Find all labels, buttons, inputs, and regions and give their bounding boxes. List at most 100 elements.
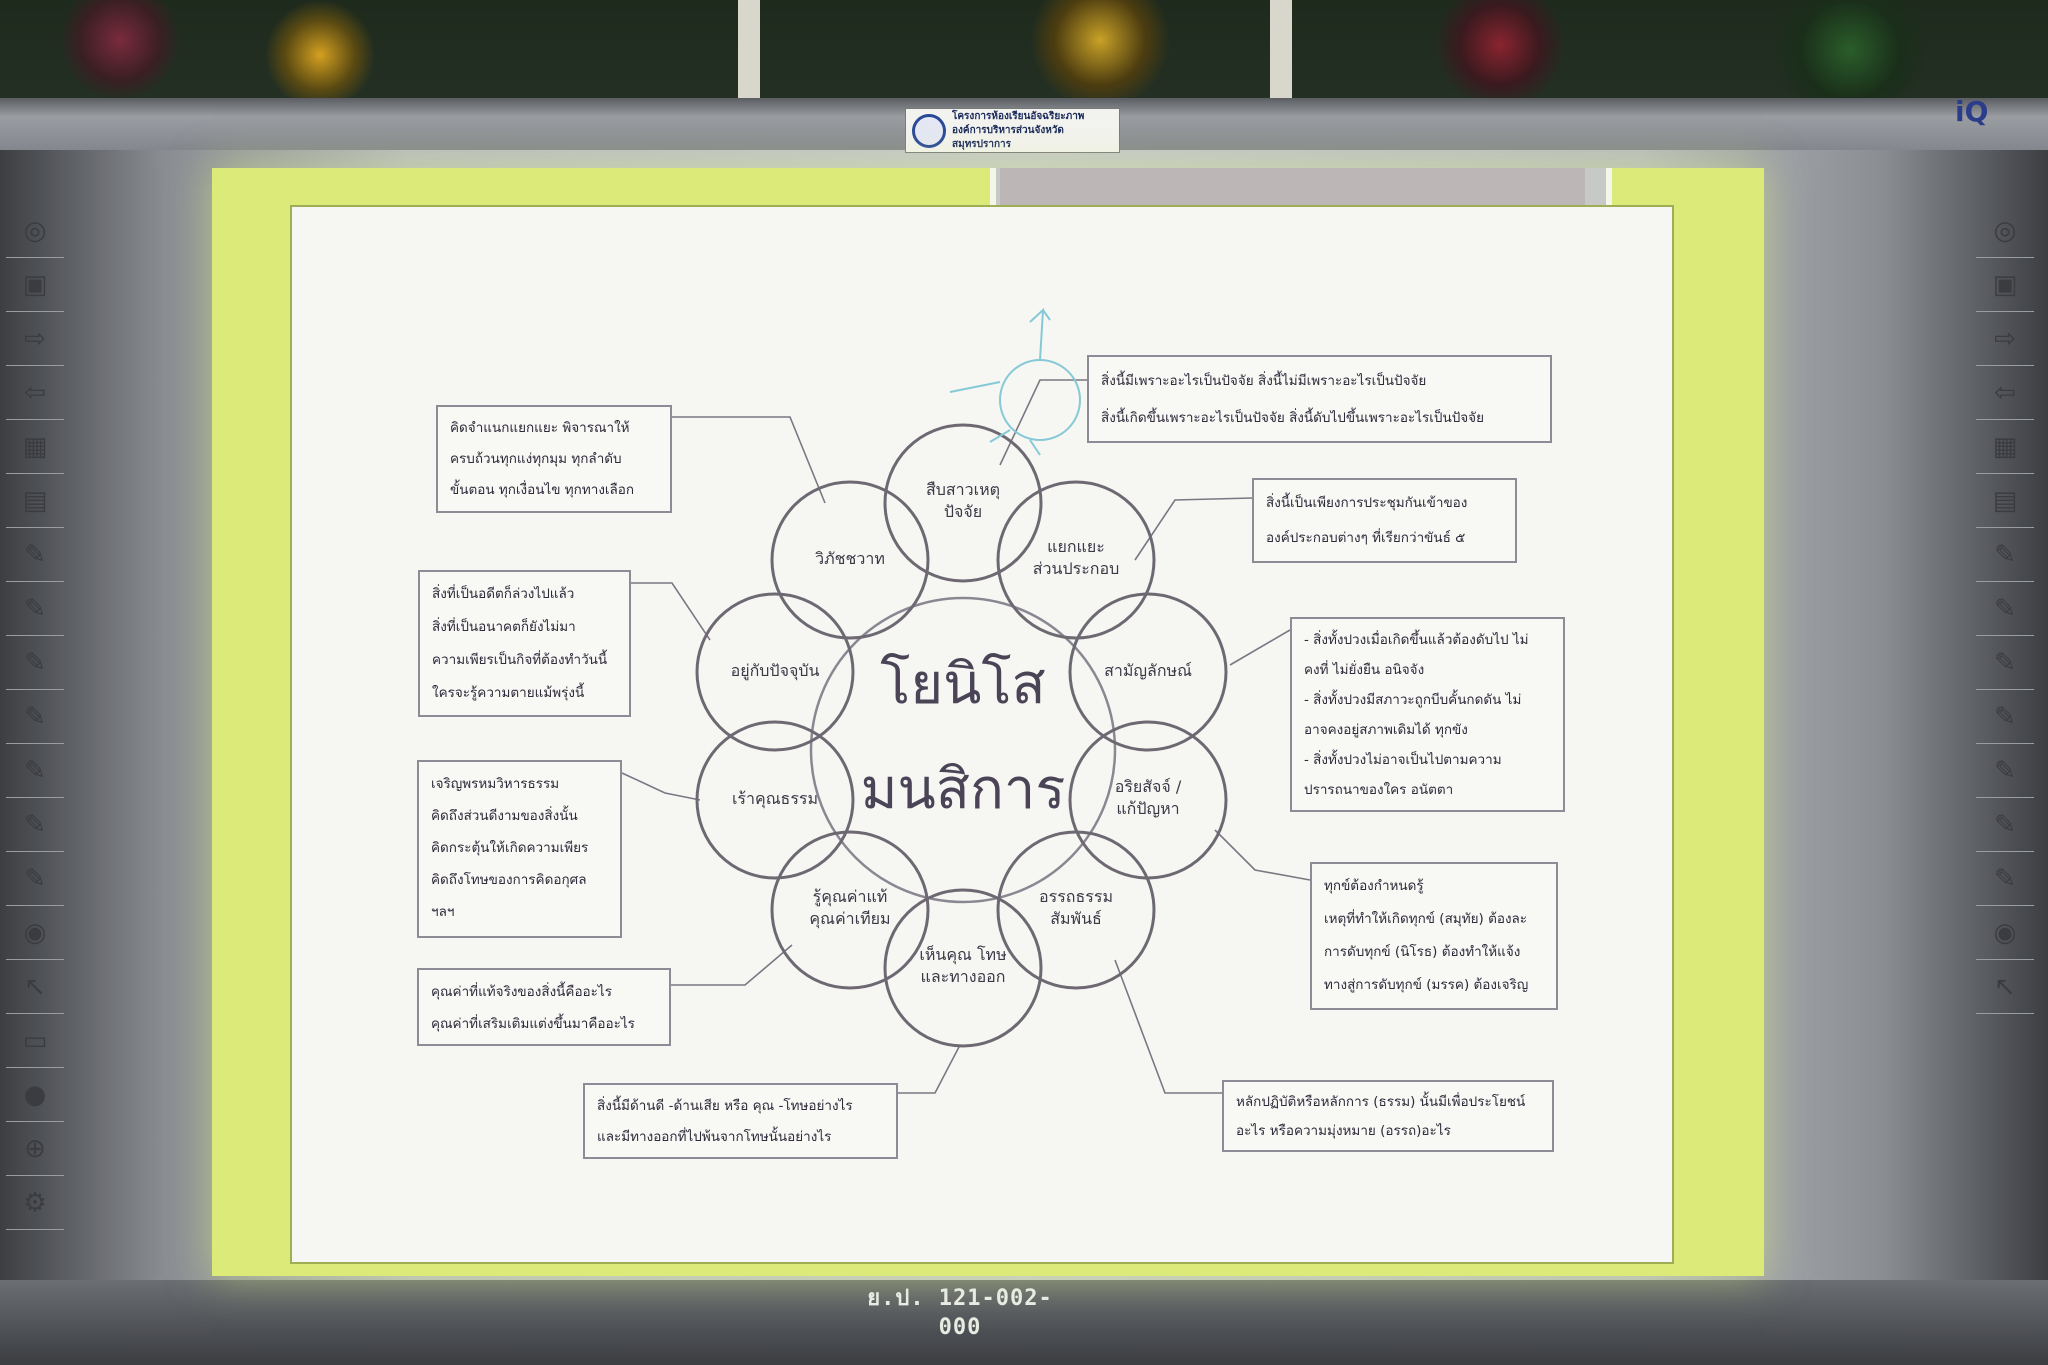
toolbar-select-button[interactable]: ↖ bbox=[1976, 961, 2034, 1014]
annotation-box-1-line-1: สิ่งนี้มีเพราะอะไรเป็นปัจจัย สิ่งนี้ไม่ม… bbox=[1101, 373, 1427, 389]
toolbar-previous-page-button[interactable]: ⇦ bbox=[6, 367, 64, 420]
toolbar-settings-button[interactable]: ⚙ bbox=[6, 1177, 64, 1230]
easel-leg-left bbox=[738, 0, 760, 110]
node-circle-9 bbox=[695, 592, 855, 752]
annotation-box-3-line-4: อาจคงอยู่สภาพเดิมได้ ทุกขัง bbox=[1304, 722, 1468, 738]
annotation-box-1-line-2: สิ่งนี้เกิดขึ้นเพราะอะไรเป็นปัจจัย สิ่งน… bbox=[1101, 410, 1484, 426]
annotation-box-4-line-2: เหตุที่ทำให้เกิดทุกข์ (สมุทัย) ต้องละ bbox=[1324, 911, 1528, 927]
annotation-box-3-line-5: - สิ่งทั้งปวงไม่อาจเป็นไปตามความ bbox=[1304, 752, 1502, 768]
toolbar-normal-pen-button[interactable]: ✎ bbox=[6, 529, 64, 582]
pen-stroke-mark bbox=[949, 381, 1041, 456]
toolbar-list-page-button[interactable]: ▦ bbox=[6, 421, 64, 474]
whiteboard-frame-bottom bbox=[0, 1280, 2048, 1365]
pen-circle-mark bbox=[999, 359, 1081, 441]
toolbar-red-pen-button[interactable]: ✎ bbox=[6, 691, 64, 744]
toolbar-eraser-button[interactable]: ◉ bbox=[1976, 907, 2034, 960]
node-circle-3 bbox=[1068, 592, 1228, 752]
sign-line-1: โครงการห้องเรียนอัจฉริยะภาพ bbox=[952, 110, 1085, 122]
toolbar-green-pen-button[interactable]: ✎ bbox=[1976, 799, 2034, 852]
toolbar-screen-button[interactable]: ▭ bbox=[6, 1015, 64, 1068]
node-label-5-line-2: สัมพันธ์ bbox=[1050, 909, 1102, 928]
toolbar-normal-pen-button[interactable]: ✎ bbox=[1976, 529, 2034, 582]
toolbar-new-page-button[interactable]: ▣ bbox=[6, 259, 64, 312]
annotation-box-3-line-1: - สิ่งทั้งปวงเมื่อเกิดขึ้นแล้วต้องดับไป … bbox=[1304, 632, 1529, 648]
connector-line-5 bbox=[1114, 959, 1222, 1094]
connector-line-2 bbox=[1134, 497, 1253, 561]
whiteboard-toolbar-left: ◎▣⇨⇦▦▤✎✎✎✎✎✎✎◉↖▭●⊕⚙ bbox=[6, 205, 64, 1231]
pen-arrow-mark bbox=[1029, 307, 1051, 361]
annotation-box-6-line-1: สิ่งนี้มีด้านดี -ด้านเสีย หรือ คุณ -โทษอ… bbox=[597, 1098, 853, 1114]
node-label-4-line-1: อริยสัจจ์ / bbox=[1114, 777, 1182, 796]
toolbar-highlighter-button[interactable]: ✎ bbox=[6, 853, 64, 906]
node-label-8: เร้าคุณธรรม bbox=[700, 788, 850, 810]
connector-line-8 bbox=[621, 772, 701, 801]
diagram-title-line-1: โยนิโส bbox=[880, 652, 1046, 717]
annotation-box-8-line-5: ฯลฯ bbox=[431, 904, 455, 920]
toolbar-template-button[interactable]: ▤ bbox=[1976, 475, 2034, 528]
sign-line-2: องค์การบริหารส่วนจังหวัดสมุทรปราการ bbox=[952, 124, 1064, 150]
node-label-8-line-1: เร้าคุณธรรม bbox=[731, 789, 819, 808]
annotation-box-9-line-4: ใครจะรู้ความตายแม้พรุ่งนี้ bbox=[432, 685, 585, 701]
toolbar-smart-pen-button[interactable]: ✎ bbox=[1976, 583, 2034, 636]
toolbar-list-page-button[interactable]: ▦ bbox=[1976, 421, 2034, 474]
toolbar-black-pen-button[interactable]: ✎ bbox=[6, 637, 64, 690]
node-label-6-line-1: เห็นคุณ โทษ bbox=[919, 945, 1007, 964]
connector-line-1 bbox=[999, 379, 1087, 466]
flower-background bbox=[0, 0, 2048, 105]
node-label-7-line-2: คุณค่าเทียม bbox=[809, 909, 891, 928]
annotation-box-7: คุณค่าที่แท้จริงของสิ่งนี้คืออะไรคุณค่าท… bbox=[417, 968, 671, 1046]
toolbar-pc-button[interactable]: ◎ bbox=[1976, 205, 2034, 258]
node-label-2-line-2: ส่วนประกอบ bbox=[1032, 559, 1120, 578]
toolbar-highlighter-button[interactable]: ✎ bbox=[1976, 853, 2034, 906]
toolbar-blue-pen-button[interactable]: ✎ bbox=[1976, 745, 2034, 798]
node-label-3: สามัญลักษณ์ bbox=[1073, 660, 1223, 682]
pen-annotation bbox=[949, 307, 1081, 456]
node-label-7: รู้คุณค่าแท้คุณค่าเทียม bbox=[775, 886, 925, 930]
annotation-box-4-line-1: ทุกข์ต้องกำหนดรู้ bbox=[1324, 878, 1424, 894]
node-label-4: อริยสัจจ์ /แก้ปัญหา bbox=[1073, 776, 1223, 820]
toolbar-blue-pen-button[interactable]: ✎ bbox=[6, 745, 64, 798]
project-sign: โครงการห้องเรียนอัจฉริยะภาพ องค์การบริหา… bbox=[905, 108, 1120, 153]
annotation-box-4: ทุกข์ต้องกำหนดรู้เหตุที่ทำให้เกิดทุกข์ (… bbox=[1310, 862, 1558, 1010]
annotation-box-6: สิ่งนี้มีด้านดี -ด้านเสีย หรือ คุณ -โทษอ… bbox=[583, 1083, 898, 1159]
toolbar-new-page-button[interactable]: ▣ bbox=[1976, 259, 2034, 312]
node-circle-5 bbox=[996, 830, 1156, 990]
toolbar-next-page-button[interactable]: ⇨ bbox=[1976, 313, 2034, 366]
toolbar-red-pen-button[interactable]: ✎ bbox=[1976, 691, 2034, 744]
node-circle-8 bbox=[695, 720, 855, 880]
toolbar-select-button[interactable]: ↖ bbox=[6, 961, 64, 1014]
node-circle-2 bbox=[996, 480, 1156, 640]
annotation-box-3-line-3: - สิ่งทั้งปวงมีสภาวะถูกบีบคั้นกดดัน ไม่ bbox=[1304, 692, 1522, 708]
toolbar-zoom-button[interactable]: ⊕ bbox=[6, 1123, 64, 1176]
connector-line-4 bbox=[1214, 829, 1311, 881]
node-circle-7 bbox=[770, 830, 930, 990]
node-label-1: สืบสาวเหตุปัจจัย bbox=[888, 479, 1038, 523]
node-label-10: วิภัชชวาท bbox=[775, 548, 925, 570]
annotation-box-10-line-1: คิดจำแนกแยกแยะ พิจารณาให้ bbox=[450, 420, 630, 436]
annotation-box-8-line-2: คิดถึงส่วนดีงามของสิ่งนั้น bbox=[431, 808, 578, 824]
toolbar-template-button[interactable]: ▤ bbox=[6, 475, 64, 528]
center-circle bbox=[809, 596, 1117, 904]
node-label-1-line-2: ปัจจัย bbox=[943, 502, 983, 521]
node-circle-1 bbox=[883, 423, 1043, 583]
node-label-6: เห็นคุณ โทษและทางออก bbox=[888, 944, 1038, 988]
node-circle-6 bbox=[883, 888, 1043, 1048]
annotation-box-10-line-3: ขั้นตอน ทุกเงื่อนไข ทุกทางเลือก bbox=[450, 482, 635, 498]
node-label-2: แยกแยะส่วนประกอบ bbox=[1001, 536, 1151, 580]
toolbar-record-button[interactable]: ● bbox=[6, 1069, 64, 1122]
annotation-box-10: คิดจำแนกแยกแยะ พิจารณาให้ครบถ้วนทุกแง่ทุ… bbox=[436, 405, 672, 513]
toolbar-pc-button[interactable]: ◎ bbox=[6, 205, 64, 258]
annotation-box-7-line-2: คุณค่าที่เสริมเติมแต่งขึ้นมาคืออะไร bbox=[431, 1016, 635, 1032]
toolbar-eraser-button[interactable]: ◉ bbox=[6, 907, 64, 960]
toolbar-black-pen-button[interactable]: ✎ bbox=[1976, 637, 2034, 690]
annotation-box-2-line-1: สิ่งนี้เป็นเพียงการประชุมกันเข้าของ bbox=[1266, 495, 1468, 511]
annotation-box-3-line-6: ปรารถนาของใคร อนัตตา bbox=[1304, 782, 1454, 798]
toolbar-smart-pen-button[interactable]: ✎ bbox=[6, 583, 64, 636]
connector-line-9 bbox=[631, 582, 711, 641]
connector-line-10 bbox=[672, 416, 826, 504]
toolbar-previous-page-button[interactable]: ⇦ bbox=[1976, 367, 2034, 420]
toolbar-green-pen-button[interactable]: ✎ bbox=[6, 799, 64, 852]
toolbar-next-page-button[interactable]: ⇨ bbox=[6, 313, 64, 366]
node-label-2-line-1: แยกแยะ bbox=[1047, 537, 1105, 556]
